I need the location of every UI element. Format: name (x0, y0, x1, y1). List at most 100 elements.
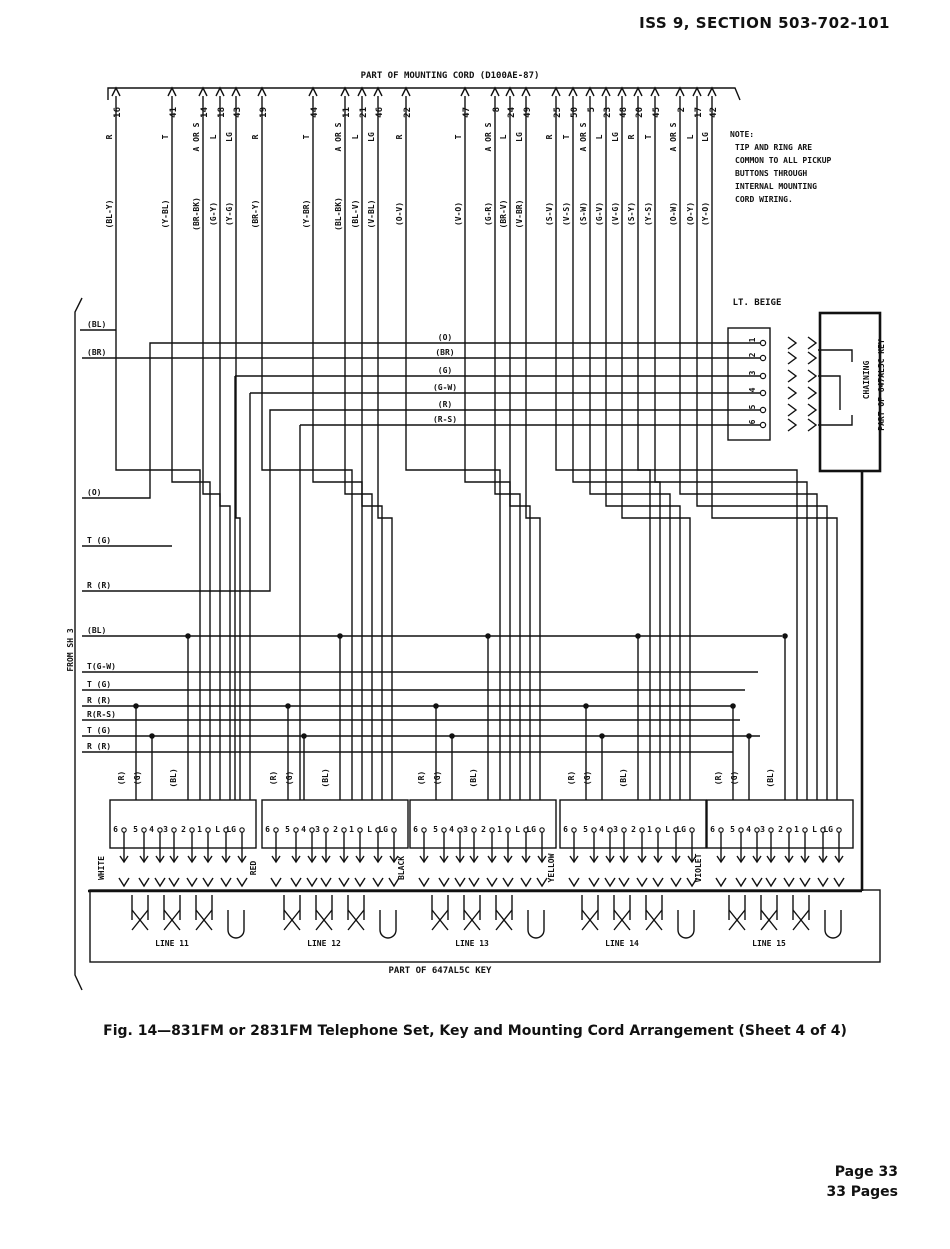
chaining-arrow (807, 336, 818, 350)
lamp-symbol (527, 910, 545, 939)
key-terminal (457, 827, 463, 833)
key-terminal (391, 827, 397, 833)
cord-arrow-head (551, 86, 561, 97)
key-terminal-label: 4 (149, 825, 154, 834)
cord-wire-color: (V-BR) (515, 200, 524, 229)
cord-pin-designation: T (302, 134, 311, 139)
key-terminal-label: L (215, 825, 220, 834)
line-color-label: WHITE (97, 856, 106, 880)
beige-terminal (759, 354, 767, 362)
cord-wire-color: (G-R) (484, 202, 493, 226)
chaining-arrow (807, 386, 818, 400)
cord-column-wire (344, 96, 373, 800)
h-wire-label: (O) (438, 333, 452, 342)
key-arrow (202, 877, 214, 888)
cord-wire-color: (O-V) (395, 202, 404, 226)
left-wire-label: R (R) (87, 696, 111, 705)
block-wire-label: (R) (714, 771, 723, 785)
key-block (409, 799, 557, 849)
key-terminal-label: 1 (794, 825, 799, 834)
cord-label: PART OF MOUNTING CORD (D100AE-87) (361, 71, 540, 81)
key-terminal-label: 2 (631, 825, 636, 834)
cord-column-wire (605, 96, 681, 800)
beige-terminal-number: 2 (748, 352, 757, 357)
line-cross (463, 909, 481, 931)
cord-pin-designation: LG (515, 132, 524, 142)
line-cross (645, 909, 663, 931)
key-arrow (468, 877, 480, 888)
cord-pin-number: 47 (462, 107, 472, 118)
cord-wire-color: (G-V) (595, 202, 604, 226)
key-terminal-label: 5 (583, 825, 588, 834)
cord-pin-designation: T (562, 134, 571, 139)
key-arrow (799, 877, 811, 888)
page-number-block: Page 33 33 Pages (826, 1162, 898, 1202)
key-terminal-label: LG (676, 825, 686, 834)
cord-arrow-head (215, 86, 225, 97)
cord-pin-number: 48 (619, 107, 629, 118)
key-terminal (471, 827, 477, 833)
key-terminal-label: 5 (133, 825, 138, 834)
junction-dot (185, 633, 191, 639)
cord-column-wire (115, 96, 201, 800)
line-name: LINE 11 (155, 939, 189, 948)
figure-caption: Fig. 14—831FM or 2831FM Telephone Set, K… (103, 1023, 847, 1039)
cord-pin-number: 44 (310, 106, 320, 117)
cord-pin-designation: L (686, 134, 695, 139)
key-terminal-label: 6 (710, 825, 715, 834)
chaining-arrow (787, 403, 798, 417)
beige-terminal-number: 3 (748, 370, 757, 375)
cord-column-wire (202, 96, 221, 800)
left-wire-label: (BL) (87, 626, 106, 635)
key-terminal (802, 827, 808, 833)
cord-arrow-head (308, 86, 318, 97)
cord-arrow-head (401, 86, 411, 97)
cord-arrow-head (231, 86, 241, 97)
key-terminal (689, 827, 695, 833)
cord-arrow-head (633, 86, 643, 97)
key-terminal (571, 827, 577, 833)
cord-wire-color: (BL-Y) (105, 200, 114, 229)
cord-wire-color: (Y-O) (701, 202, 710, 226)
key-terminal-label: L (665, 825, 670, 834)
key-terminal (273, 827, 279, 833)
key-arrow (438, 877, 450, 888)
cord-arrow-head (373, 86, 383, 97)
cord-arrow-head (675, 86, 685, 97)
line-color-label: YELLOW (547, 853, 556, 882)
junction-dot (133, 703, 139, 709)
key-arrow (765, 877, 777, 888)
chaining-wire (818, 415, 853, 426)
cord-pin-number: 20 (635, 107, 645, 118)
cord-column-wire (509, 96, 531, 800)
cord-pin-number: 2 (677, 107, 687, 112)
key-terminal (239, 827, 245, 833)
key-arrow (715, 877, 727, 888)
chaining-arrow (807, 351, 818, 365)
key-terminal-label: 2 (481, 825, 486, 834)
block-wire-label: (R) (117, 771, 126, 785)
beige-terminal-number: 5 (748, 404, 757, 409)
cord-pin-designation: R (627, 134, 636, 139)
junction-dot (285, 703, 291, 709)
line-cross (283, 909, 301, 931)
left-wire-label: T (G) (87, 680, 111, 689)
junction-dot (337, 633, 343, 639)
key-arrow (220, 877, 232, 888)
cord-pin-number: 18 (217, 107, 227, 118)
cord-pin-number: 22 (403, 107, 413, 118)
key-arrow (338, 877, 350, 888)
cord-pin-designation: L (209, 134, 218, 139)
cord-pin-designation: T (454, 134, 463, 139)
key-arrow (568, 877, 580, 888)
note-block: NOTE: TIP AND RING ARE COMMON TO ALL PIC… (730, 130, 832, 204)
cord-pin-number: 50 (570, 107, 580, 118)
cord-column-wire (464, 96, 511, 800)
cord-pin-designation: R (105, 134, 114, 139)
cord-column-wire (637, 96, 798, 800)
key-terminal-label: 4 (599, 825, 604, 834)
junction-dot (149, 733, 155, 739)
key-label-bottom: PART OF 647AL5C KEY (389, 966, 493, 976)
key-terminal (607, 827, 613, 833)
from-bracket (74, 297, 83, 991)
